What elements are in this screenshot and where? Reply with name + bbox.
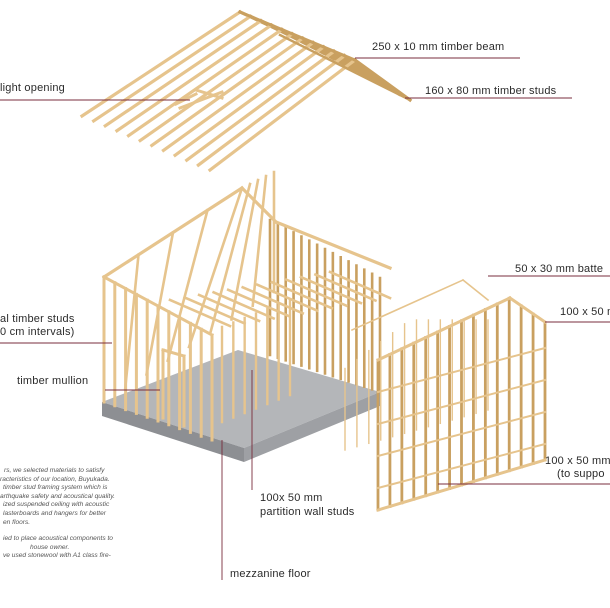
label-timber-mullion: timber mullion: [17, 375, 89, 387]
roof-frame: [79, 9, 413, 173]
label-support-2: (to suppo: [557, 468, 605, 480]
label-timber-beam: 250 x 10 mm timber beam: [372, 41, 505, 53]
label-battens: 50 x 30 mm batte: [515, 263, 604, 275]
label-vertical-studs-1: al timber studs: [0, 313, 75, 325]
paragraph-line: lasterboards and hangers for better: [3, 509, 106, 517]
label-studs-100x50: 100 x 50 m: [560, 306, 610, 318]
label-partition-1: 100x 50 mm: [260, 492, 323, 504]
paragraph-line: ve used stonewool with A1 class fire-: [3, 552, 111, 560]
label-skylight-opening: light opening: [0, 82, 65, 94]
paragraph-line: timber stud framing system which is: [3, 484, 108, 492]
leader-lines: [0, 57, 610, 580]
floor-slab: [102, 350, 380, 462]
house-frame: [101, 170, 393, 442]
description-text: rs, we selected materials to satisfy rac…: [0, 467, 115, 561]
paragraph-line: rs, we selected materials to satisfy: [4, 467, 105, 474]
exploded-wall-panels: [344, 278, 548, 512]
paragraph-line: en floors.: [3, 518, 31, 526]
label-partition-2: partition wall studs: [260, 506, 355, 518]
label-support-1: 100 x 50 mm: [545, 455, 610, 467]
paragraph-line: arthquake safety and acoustical quality.: [0, 492, 115, 500]
label-vertical-studs-2: 0 cm intervals): [0, 326, 75, 338]
paragraph-line: ized suspended ceiling with acoustic: [3, 501, 110, 509]
label-timber-studs: 160 x 80 mm timber studs: [425, 85, 557, 97]
paragraph-line: house owner.: [30, 543, 70, 551]
label-mezzanine-floor: mezzanine floor: [230, 568, 311, 580]
paragraph-line: ied to place acoustical components to: [3, 535, 113, 543]
paragraph-line: racteristics of our location, Buyukada.: [0, 475, 110, 483]
